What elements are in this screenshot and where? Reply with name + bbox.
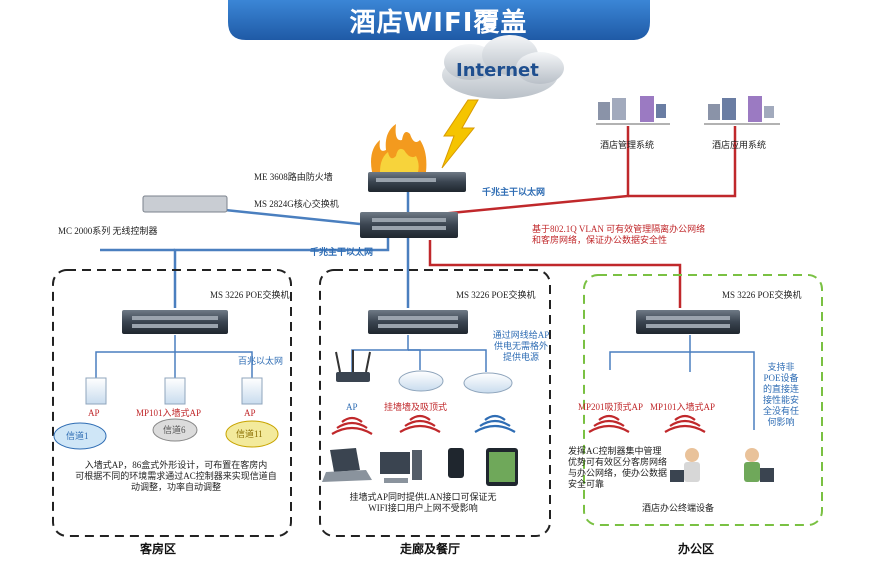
antenna-ap-icon bbox=[335, 350, 371, 382]
office-support-note: 支持非POE设备的直接连接性能安全没有任何影响 bbox=[762, 362, 799, 427]
wall-ap-icon bbox=[85, 377, 107, 405]
backbone-right-label: 千兆主干以太网 bbox=[482, 187, 546, 197]
guest-ap-mid-label: MP101入墙式AP bbox=[136, 408, 202, 418]
internet-cloud bbox=[442, 35, 564, 99]
wall-ap-icon bbox=[164, 377, 186, 405]
office-ap-ceiling-label: MP201吸顶式AP bbox=[578, 402, 644, 412]
office-zone-box bbox=[583, 274, 823, 526]
guest-ap-right-label: AP bbox=[244, 408, 256, 418]
guest-zone-box bbox=[52, 269, 292, 537]
wall-ap-icon bbox=[241, 377, 263, 405]
firewall-label: ME 3608路由防火墙 bbox=[254, 172, 333, 182]
corridor-zone-desc: 挂墙式AP同时提供LAN接口可保证无WIFI接口用户上网不受影响 bbox=[349, 492, 497, 513]
ceiling-ap-icon bbox=[463, 372, 513, 394]
office-worker-icon bbox=[670, 448, 774, 482]
application-system-label: 酒店应用系统 bbox=[712, 140, 767, 150]
wifi-signal-icon bbox=[331, 414, 706, 435]
guest-link-note: 百兆以太网 bbox=[238, 356, 284, 366]
corridor-ap-ceiling-label: 挂墙墙及吸顶式 bbox=[384, 402, 448, 412]
channel-11-label: 信道11 bbox=[236, 429, 263, 439]
core-switch-label: MS 2824G核心交换机 bbox=[254, 199, 339, 209]
office-zone-desc: 发挥AC控制器集中管理优势可有效区分客房网络与办公网络，使办公数据安全可靠 bbox=[568, 446, 668, 489]
lightning-icon bbox=[441, 99, 479, 169]
guest-switch-label: MS 3226 POE交换机 bbox=[210, 290, 290, 300]
smartphone-icon bbox=[448, 448, 464, 478]
corridor-zone-box bbox=[319, 269, 551, 537]
office-terminal-label: 酒店办公终端设备 bbox=[642, 503, 715, 513]
corridor-ap-wall-label: AP bbox=[346, 402, 358, 412]
guest-zone-label: 客房区 bbox=[140, 542, 177, 556]
page-title: 酒店WIFI覆盖 bbox=[349, 8, 528, 38]
server-icon bbox=[596, 96, 670, 125]
ceiling-ap-icon bbox=[398, 370, 444, 392]
access-links bbox=[95, 335, 755, 430]
office-poe-switch bbox=[636, 310, 740, 334]
guest-ap-left-label: AP bbox=[88, 408, 100, 418]
management-system-label: 酒店管理系统 bbox=[600, 140, 655, 150]
wireless-controller-device bbox=[142, 195, 228, 213]
red-links bbox=[428, 126, 737, 308]
corridor-switch-label: MS 3226 POE交换机 bbox=[456, 290, 536, 300]
server-icon bbox=[704, 96, 780, 125]
office-zone-label: 办公区 bbox=[678, 542, 715, 556]
blue-links bbox=[100, 192, 410, 308]
corridor-zone-label: 走廊及餐厅 bbox=[400, 542, 461, 556]
vlan-note: 基于802.1Q VLAN 可有效管理隔离办公网络和客房网络，保证办公数据安全性 bbox=[532, 224, 706, 245]
controller-label: MC 2000系列 无线控制器 bbox=[58, 226, 158, 236]
guest-poe-switch bbox=[122, 310, 228, 334]
channel-1-label: 信道1 bbox=[66, 431, 89, 441]
title-banner bbox=[228, 0, 650, 40]
internet-label: Internet bbox=[456, 60, 539, 81]
desktop-pc-icon bbox=[380, 450, 422, 483]
channel-6-label: 信道6 bbox=[163, 425, 186, 435]
firewall-flame-icon bbox=[371, 124, 427, 172]
channel-cloud-icon bbox=[53, 418, 279, 450]
core-switch-device bbox=[360, 212, 458, 238]
poe-note: 通过网线给AP供电无需格外提供电源 bbox=[492, 330, 550, 362]
corridor-poe-switch bbox=[368, 310, 468, 334]
laptop-icon bbox=[322, 448, 372, 482]
office-switch-label: MS 3226 POE交换机 bbox=[722, 290, 802, 300]
backbone-left-label: 千兆主干以太网 bbox=[310, 247, 374, 257]
guest-zone-desc: 入墙式AP，86盒式外形设计，可布置在客房内 可根据不同的环境需求通过AC控制器… bbox=[75, 460, 277, 492]
office-ap-wall-label: MP101入墙式AP bbox=[650, 402, 716, 412]
